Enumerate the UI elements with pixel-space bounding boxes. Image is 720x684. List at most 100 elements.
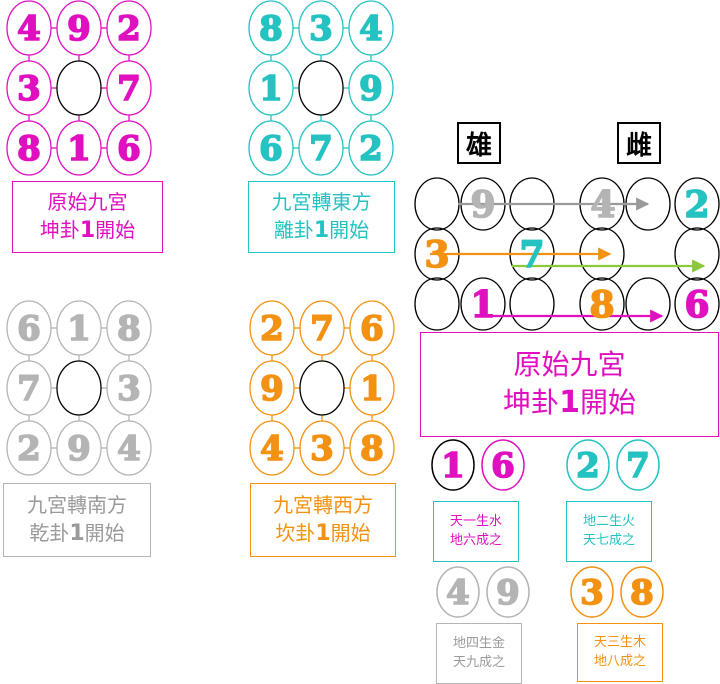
grid-number: 9	[260, 369, 284, 409]
big-grid-cell	[509, 277, 555, 331]
grid-cell	[56, 300, 102, 356]
big-label-line1: 原始九宮	[513, 347, 626, 381]
grid-cell	[298, 0, 344, 56]
female-label: 雌	[617, 122, 661, 164]
pair-circle	[566, 439, 610, 491]
pair-circle	[486, 566, 530, 618]
grid-cell	[299, 360, 345, 416]
grid-number: 7	[309, 129, 333, 169]
grid-cell	[106, 360, 152, 416]
pair-number: 9	[496, 573, 520, 613]
grid-number: 6	[117, 129, 141, 169]
pair-number: 1	[441, 446, 465, 486]
grid-label-kun-start: 原始九宮 坤卦1開始	[12, 181, 163, 253]
grid-cell	[348, 60, 394, 116]
big-grid-number: 4	[590, 184, 615, 226]
grid-label-pre: 乾卦	[29, 520, 70, 545]
pair-line2: 天七成之	[582, 532, 635, 548]
grid-number: 4	[359, 9, 383, 49]
grid-cell	[248, 60, 294, 116]
big-grid-cell	[579, 277, 625, 331]
pair-circle	[436, 566, 480, 618]
grid-cell	[249, 300, 295, 356]
grid-cell	[349, 420, 395, 476]
pair-text-p16: 天一生水 地六成之	[433, 501, 519, 562]
grid-label-num: 1	[313, 217, 330, 243]
grid-cell	[6, 420, 52, 476]
grid-number: 6	[259, 129, 283, 169]
grid-number: 8	[17, 129, 41, 169]
grid-cell	[56, 420, 102, 476]
pair-number: 4	[446, 573, 470, 613]
grid-label-line1: 九宮轉西方	[273, 492, 373, 517]
grid-number: 8	[259, 9, 283, 49]
grid-label-pre: 離卦	[273, 217, 314, 242]
grid-cell	[248, 120, 294, 176]
pair-line1: 地四生金	[452, 635, 505, 651]
pair-text-p49: 地四生金 天九成之	[436, 623, 522, 684]
big-label-post: 開始	[579, 386, 636, 420]
grid-cell	[56, 120, 102, 176]
grid-cell	[6, 300, 52, 356]
grid-number: 1	[259, 69, 283, 109]
grid-label-line1: 九宮轉東方	[271, 189, 372, 214]
pair-circle	[481, 439, 525, 491]
big-grid-cell	[625, 277, 671, 331]
pair-line2: 地八成之	[593, 653, 646, 669]
pair-circle	[431, 439, 475, 491]
grid-label-post: 開始	[330, 520, 371, 545]
grid-label-east: 九宮轉東方 離卦1開始	[248, 181, 395, 253]
grid-cell	[349, 300, 395, 356]
grid-number: 3	[117, 369, 141, 409]
grid-number: 1	[360, 369, 384, 409]
grid-cell	[298, 120, 344, 176]
grid-cell	[6, 360, 52, 416]
big-grid-number: 2	[684, 184, 709, 226]
big-grid-number: 8	[589, 284, 614, 326]
grid-number: 3	[17, 69, 41, 109]
grid-number: 8	[360, 429, 384, 469]
grid-cell	[248, 0, 294, 56]
pair-circle	[570, 566, 614, 618]
grid-cell	[56, 0, 102, 56]
big-grid-cell	[414, 177, 460, 231]
grid-cell	[106, 120, 152, 176]
big-grid-number: 1	[470, 284, 495, 326]
grid-number: 2	[117, 9, 141, 49]
grid-cell	[106, 60, 152, 116]
grid-number: 1	[67, 129, 91, 169]
grid-number: 6	[360, 309, 384, 349]
big-grid-cell	[674, 227, 720, 281]
pair-number: 3	[580, 573, 604, 613]
grid-number: 2	[260, 309, 284, 349]
grid-label-west: 九宮轉西方 坎卦1開始	[250, 483, 396, 557]
grid-number: 7	[310, 309, 334, 349]
big-grid-number: 9	[470, 184, 495, 226]
pair-number: 6	[491, 446, 515, 486]
grid-cell	[348, 0, 394, 56]
grid-number: 9	[359, 69, 383, 109]
big-grid-cell	[414, 277, 460, 331]
big-grid-cell	[674, 177, 720, 231]
big-grid-cell	[674, 277, 720, 331]
grid-cell	[6, 120, 52, 176]
grid-cell	[6, 0, 52, 56]
big-grid-number: 3	[424, 234, 449, 276]
pair-line1: 天三生木	[593, 634, 646, 650]
grid-label-line1: 九宮轉南方	[27, 492, 127, 517]
pair-line1: 地二生火	[582, 513, 635, 529]
grid-cell	[106, 300, 152, 356]
grid-label-south: 九宮轉南方 乾卦1開始	[3, 483, 151, 557]
grid-cell	[6, 60, 52, 116]
grid-label-pre: 坎卦	[275, 520, 316, 545]
pair-text-p38: 天三生木 地八成之	[577, 623, 663, 682]
grid-number: 2	[17, 429, 41, 469]
grid-number: 4	[260, 429, 284, 469]
